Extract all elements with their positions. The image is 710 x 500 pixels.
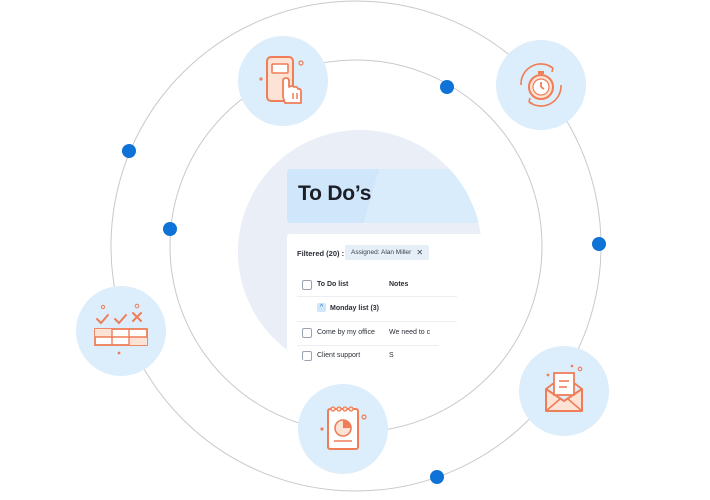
checklist-circle bbox=[76, 286, 166, 376]
close-icon[interactable]: ✕ bbox=[416, 247, 424, 257]
mail-document-icon bbox=[545, 364, 583, 412]
group-divider bbox=[297, 321, 457, 322]
row-checkbox[interactable] bbox=[302, 328, 312, 338]
row-divider bbox=[297, 345, 457, 346]
orbit-dot bbox=[430, 470, 444, 484]
stopwatch-circle bbox=[496, 40, 586, 130]
orbit-dot bbox=[122, 144, 136, 158]
header-divider bbox=[297, 296, 457, 297]
table-row-notes: S bbox=[389, 352, 394, 359]
checklist-table-icon bbox=[94, 303, 148, 355]
header-stripe bbox=[363, 169, 482, 223]
group-toggle-chevron-up-icon[interactable]: ^ bbox=[317, 303, 326, 312]
orbit-dot bbox=[440, 80, 454, 94]
report-chart-icon bbox=[320, 406, 367, 450]
report-circle bbox=[298, 384, 388, 474]
table-row-notes: We need to c bbox=[389, 329, 431, 336]
select-all-checkbox[interactable] bbox=[302, 280, 312, 290]
filter-chip[interactable]: Assigned: Alan Miller ✕ bbox=[345, 245, 430, 260]
filter-label: Filtered (20) : bbox=[297, 249, 345, 258]
todo-card-circle: To Do’s Filtered (20) : Assigned: Alan M… bbox=[238, 130, 482, 374]
row-checkbox[interactable] bbox=[302, 351, 312, 361]
group-label: Monday list (3) bbox=[330, 305, 380, 312]
table-row-todo[interactable]: Client support bbox=[317, 352, 361, 359]
mobile-touch-circle bbox=[238, 36, 328, 126]
column-header-notes[interactable]: Notes bbox=[389, 281, 409, 288]
column-header-todo[interactable]: To Do list bbox=[317, 281, 349, 288]
stopwatch-refresh-icon bbox=[520, 63, 562, 107]
mobile-touch-icon bbox=[259, 56, 304, 104]
mail-circle bbox=[519, 346, 609, 436]
filter-chip-label: Assigned: Alan Miller bbox=[351, 249, 412, 256]
table-row-todo[interactable]: Come by my office bbox=[317, 329, 375, 336]
page-title: To Do’s bbox=[298, 182, 372, 205]
todo-panel: Filtered (20) : Assigned: Alan Miller ✕ … bbox=[287, 234, 482, 374]
orbit-dot bbox=[592, 237, 606, 251]
todo-header: To Do’s bbox=[287, 169, 482, 223]
orbit-dot bbox=[163, 222, 177, 236]
